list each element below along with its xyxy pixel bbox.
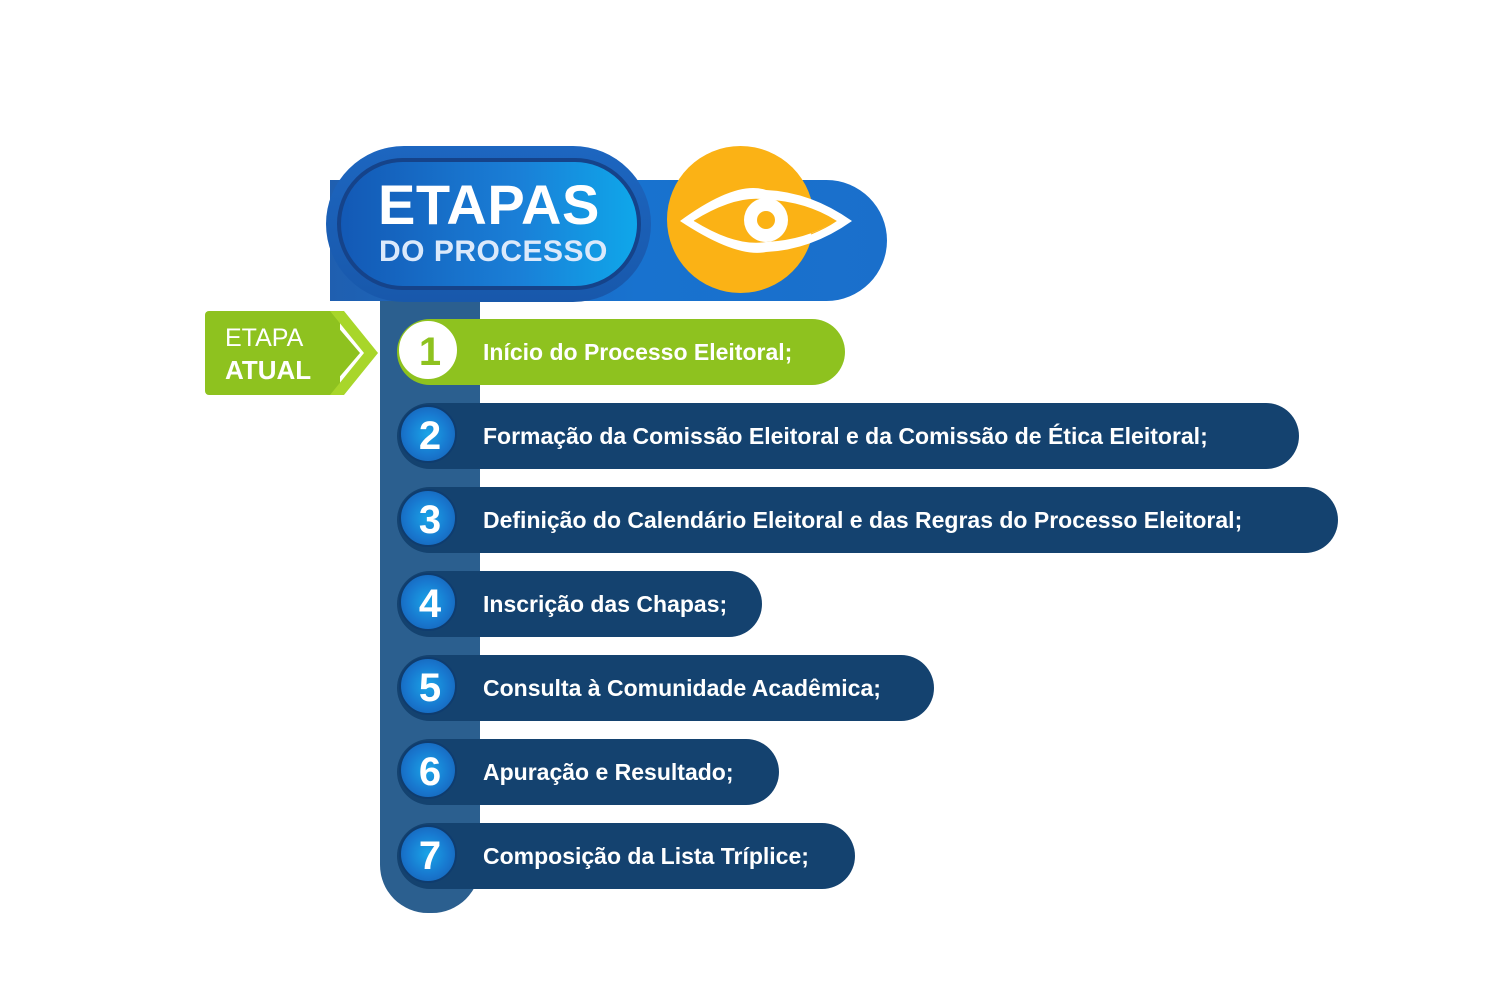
header-subtitle: DO PROCESSO xyxy=(379,235,608,268)
chevron-right-icon xyxy=(300,311,378,395)
step-1: 1 Início do Processo Eleitoral; xyxy=(397,319,845,385)
step-label: Formação da Comissão Eleitoral e da Comi… xyxy=(483,423,1208,449)
step-6: 6 Apuração e Resultado; xyxy=(397,739,779,805)
step-number-badge: 6 xyxy=(399,741,457,799)
step-number: 6 xyxy=(418,750,442,794)
step-3: 3 Definição do Calendário Eleitoral e da… xyxy=(397,487,1338,553)
step-7: 7 Composição da Lista Tríplice; xyxy=(397,823,855,889)
header-pill-inner xyxy=(337,158,641,290)
step-4: 4 Inscrição das Chapas; xyxy=(397,571,762,637)
current-stage-label-line2: ATUAL xyxy=(225,355,312,385)
step-number: 7 xyxy=(418,834,442,878)
step-5: 5 Consulta à Comunidade Acadêmica; xyxy=(397,655,934,721)
step-2: 2 Formação da Comissão Eleitoral e da Co… xyxy=(397,403,1299,469)
step-number: 4 xyxy=(418,582,442,626)
step-number-badge: 4 xyxy=(399,573,457,631)
step-label: Consulta à Comunidade Acadêmica; xyxy=(483,675,881,701)
step-label: Inscrição das Chapas; xyxy=(483,591,728,617)
eye-icon xyxy=(680,188,852,253)
step-number-badge: 3 xyxy=(399,489,457,547)
step-number: 3 xyxy=(418,498,442,542)
step-number: 5 xyxy=(418,666,442,710)
step-label: Início do Processo Eleitoral; xyxy=(483,339,793,365)
step-label: Composição da Lista Tríplice; xyxy=(483,843,809,869)
step-number-badge: 5 xyxy=(399,657,457,715)
step-label: Definição do Calendário Eleitoral e das … xyxy=(483,507,1243,533)
current-stage-label-line1: ETAPA xyxy=(225,324,304,352)
step-number-badge: 7 xyxy=(399,825,457,883)
step-label: Apuração e Resultado; xyxy=(483,759,734,785)
step-number: 2 xyxy=(418,414,442,458)
header-title: ETAPAS xyxy=(378,173,600,236)
step-number: 1 xyxy=(418,330,442,374)
step-number-badge: 2 xyxy=(399,405,457,463)
step-number-badge: 1 xyxy=(399,321,457,379)
